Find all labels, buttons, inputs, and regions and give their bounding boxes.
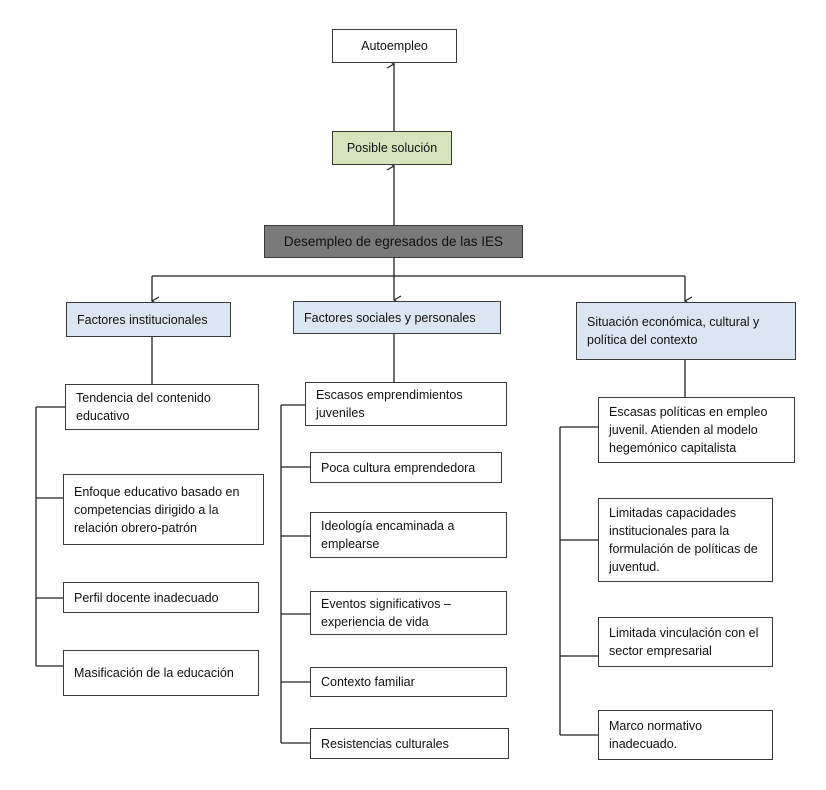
- list-item: Poca cultura emprendedora: [310, 452, 502, 483]
- list-item: Eventos significativos – experiencia de …: [310, 591, 507, 635]
- autoempleo-box: Autoempleo: [332, 29, 457, 63]
- category-situacion-economica: Situación económica, cultural y política…: [576, 302, 796, 360]
- list-item: Escasos emprendimientos juveniles: [305, 382, 507, 426]
- posible-solucion-box: Posible solución: [332, 131, 452, 165]
- category-factores-sociales: Factores sociales y personales: [293, 301, 501, 334]
- list-item: Tendencia del contenido educativo: [65, 384, 259, 430]
- list-item: Limitadas capacidades institucionales pa…: [598, 498, 773, 582]
- category-factores-institucionales: Factores institucionales: [66, 302, 231, 337]
- list-item: Escasas políticas en empleo juvenil. Ati…: [598, 397, 795, 463]
- problem-box: Desempleo de egresados de las IES: [264, 225, 523, 258]
- list-item: Ideología encaminada a emplearse: [310, 512, 507, 558]
- list-item: Masificación de la educación: [63, 650, 259, 696]
- list-item: Contexto familiar: [310, 667, 507, 697]
- list-item: Marco normativo inadecuado.: [598, 710, 773, 760]
- list-item: Resistencias culturales: [310, 728, 509, 759]
- list-item: Perfil docente inadecuado: [63, 582, 259, 613]
- list-item: Enfoque educativo basado en competencias…: [63, 474, 264, 545]
- list-item: Limitada vinculación con el sector empre…: [598, 617, 773, 667]
